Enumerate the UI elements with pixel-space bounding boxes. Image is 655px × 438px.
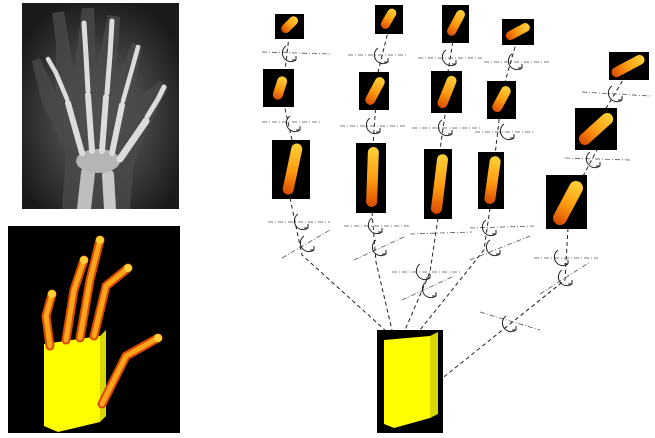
bone-tile xyxy=(272,140,310,199)
bone-tile xyxy=(263,69,294,107)
bone-tile xyxy=(356,143,386,213)
bone-tile xyxy=(431,71,462,113)
bone-tile xyxy=(359,72,389,110)
bone-tile xyxy=(502,19,534,45)
bone-tile xyxy=(487,81,516,119)
palm-block xyxy=(377,330,443,433)
bone-segments xyxy=(263,5,649,229)
bone-tile xyxy=(609,52,649,80)
bone-tile xyxy=(546,175,587,229)
bone-tile xyxy=(478,152,504,209)
bone-tile xyxy=(575,108,617,150)
bone-tile xyxy=(375,5,403,34)
bone-tile xyxy=(442,5,469,43)
bone-tile xyxy=(424,149,452,219)
bone-tile xyxy=(275,14,304,39)
